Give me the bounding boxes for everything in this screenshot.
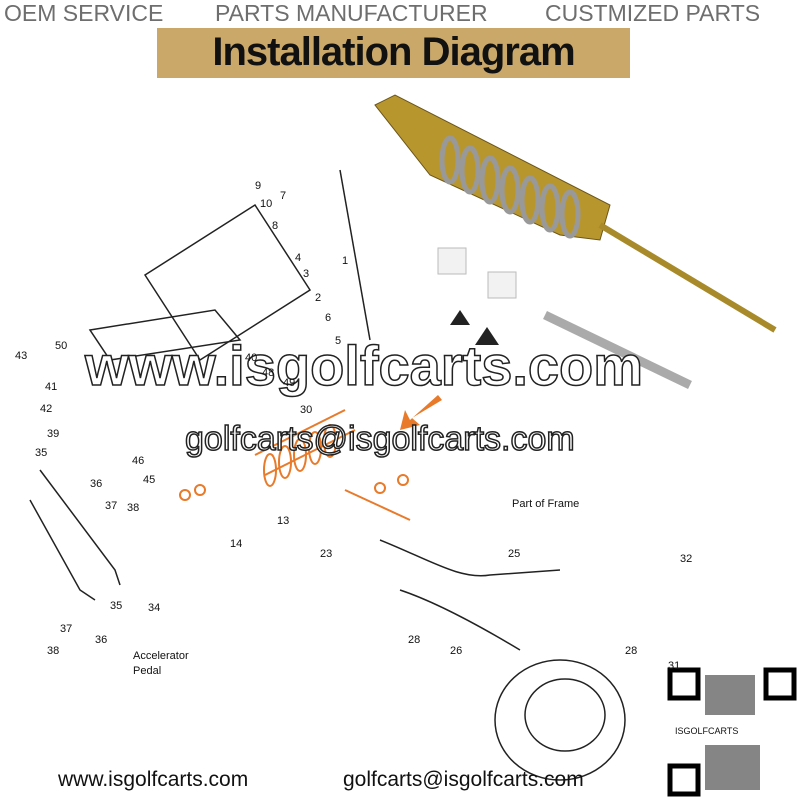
watermark-email: golfcarts@isgolfcarts.com: [184, 419, 575, 459]
part-label: 35: [35, 447, 48, 459]
part-label: 36: [95, 634, 108, 646]
part-label: 6: [325, 312, 332, 324]
part-of-frame-label: Part of Frame: [512, 498, 580, 510]
pedal-label: Pedal: [133, 665, 162, 677]
part-label: 25: [508, 548, 521, 560]
part-label: 28: [625, 645, 638, 657]
part-label: 39: [47, 428, 60, 440]
part-label: 28: [408, 634, 421, 646]
part-label: 37: [105, 500, 118, 512]
product-photo: [374, 94, 777, 390]
part-label: 35: [110, 600, 123, 612]
part-label: 41: [45, 381, 58, 393]
part-label: 31: [668, 660, 681, 672]
part-label: 5: [335, 335, 342, 347]
part-label: 32: [680, 553, 693, 565]
part-label: 37: [60, 623, 73, 635]
part-label: 38: [127, 502, 140, 514]
part-label: 30: [300, 404, 313, 416]
highlighted-parts: [179, 409, 411, 521]
tagline-oem: OEM SERVICE: [4, 0, 164, 26]
part-label: 42: [40, 403, 53, 415]
part-label: 7: [280, 190, 287, 202]
title-banner: [157, 28, 630, 78]
line-art: [29, 169, 626, 781]
part-label: 14: [230, 538, 243, 550]
part-label: 8: [272, 220, 279, 232]
part-label: 38: [47, 645, 60, 657]
footer-website: www.isgolfcarts.com: [58, 768, 249, 791]
part-label: 3: [303, 268, 310, 280]
part-label: 1: [342, 255, 349, 267]
part-label: 40: [245, 352, 258, 364]
page-title: Installation Diagram: [212, 30, 575, 74]
part-label: 48: [262, 367, 275, 379]
tagline-custom: CUSTMIZED PARTS: [545, 0, 761, 26]
part-label: 9: [255, 180, 262, 192]
part-label: 49: [283, 377, 296, 389]
part-label: 10: [260, 198, 273, 210]
footer-email: golfcarts@isgolfcarts.com: [343, 768, 584, 791]
part-label: 13: [277, 515, 290, 527]
part-label: 36: [90, 478, 103, 490]
part-label: 46: [132, 455, 145, 467]
qr-label: ISGOLFCARTS: [675, 726, 739, 736]
accelerator-label: Accelerator: [133, 650, 189, 662]
part-label: 50: [55, 340, 68, 352]
part-label: 2: [315, 292, 322, 304]
watermark-site: www.isgolfcarts.com: [84, 333, 644, 398]
tagline-manufacturer: PARTS MANUFACTURER: [215, 0, 488, 26]
part-label: 23: [320, 548, 333, 560]
part-label: 4: [295, 252, 302, 264]
part-label: 43: [15, 350, 28, 362]
part-label: 34: [148, 602, 161, 614]
arrow-icon: [400, 395, 442, 430]
part-label: 26: [450, 645, 463, 657]
part-label: 45: [143, 474, 156, 486]
